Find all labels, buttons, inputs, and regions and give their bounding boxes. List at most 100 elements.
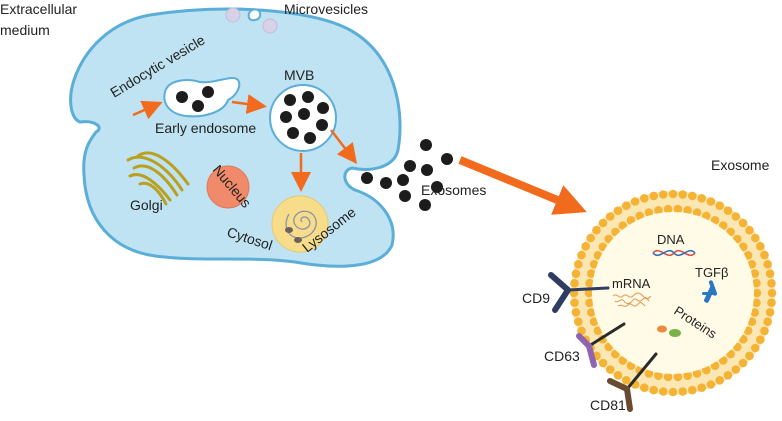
lipid-head bbox=[673, 204, 683, 214]
big-arrow-to-exosome bbox=[458, 156, 587, 215]
lipid-head bbox=[585, 298, 594, 308]
nucleus bbox=[206, 165, 250, 209]
label-extracellular: Extracellular bbox=[0, 1, 77, 17]
lipid-head bbox=[752, 298, 761, 308]
lipid-head bbox=[688, 385, 697, 395]
dna-helix bbox=[652, 249, 696, 257]
lipid-head bbox=[644, 369, 654, 378]
lipid-head bbox=[618, 221, 628, 230]
lipid-head bbox=[710, 216, 720, 225]
arrow-endocytosis bbox=[132, 100, 163, 120]
lipid-head bbox=[688, 191, 697, 201]
lipid-head bbox=[718, 221, 728, 230]
lipid-head bbox=[574, 317, 583, 327]
lipid-head bbox=[767, 288, 777, 298]
exosome-particle bbox=[399, 190, 411, 202]
lipid-head bbox=[663, 204, 673, 214]
lipid-head bbox=[598, 218, 608, 228]
tgfb-icon bbox=[702, 280, 718, 303]
lipid-head bbox=[649, 385, 658, 395]
lipid-head bbox=[683, 206, 692, 215]
membrane-heads bbox=[569, 189, 777, 397]
lipid-head bbox=[598, 358, 608, 368]
lipid-head bbox=[765, 308, 775, 317]
lipid-head bbox=[723, 206, 733, 215]
lysosome-granule bbox=[294, 237, 302, 243]
pathway-arrows bbox=[132, 94, 358, 192]
label-dna: DNA bbox=[657, 232, 685, 247]
lipid-head bbox=[763, 260, 772, 269]
lipid-head bbox=[640, 194, 649, 203]
exosome-lumen bbox=[592, 212, 754, 374]
lipid-head bbox=[747, 317, 757, 327]
lipid-head bbox=[697, 194, 706, 203]
exosome-particle bbox=[441, 153, 453, 165]
budding-vesicle bbox=[247, 8, 262, 22]
lipid-head bbox=[745, 351, 754, 361]
lipid-head bbox=[673, 372, 683, 382]
mvb-particle bbox=[317, 102, 329, 114]
lipid-head bbox=[750, 269, 759, 278]
exosome-particle bbox=[380, 177, 392, 189]
lipid-head bbox=[586, 233, 595, 243]
lipid-head bbox=[678, 190, 687, 199]
endosome-particle bbox=[202, 86, 214, 98]
lipid-head bbox=[692, 208, 702, 217]
arrow-to-mvb bbox=[231, 94, 267, 114]
lipid-head bbox=[626, 361, 636, 371]
lipid-head bbox=[697, 383, 706, 393]
mvb-particle bbox=[302, 91, 314, 103]
lipid-head bbox=[654, 371, 663, 381]
lipid-head bbox=[571, 308, 581, 317]
lipid-head bbox=[760, 326, 769, 336]
label-microvesicles: Microvesicles bbox=[284, 1, 368, 17]
label-exosomes: Exosomes bbox=[421, 182, 486, 198]
lipid-head bbox=[767, 279, 776, 288]
lipid-head bbox=[763, 317, 772, 327]
lipid-head bbox=[613, 371, 623, 380]
lipid-head bbox=[702, 365, 711, 375]
lipid-head bbox=[706, 197, 716, 206]
protein-orange bbox=[657, 325, 667, 333]
lipid-head bbox=[659, 190, 668, 199]
exosome-particle bbox=[431, 181, 443, 193]
lipid-head bbox=[743, 251, 753, 260]
cd9-marker bbox=[548, 272, 610, 313]
label-mrna: mRNA bbox=[612, 276, 651, 291]
exosome-particle bbox=[421, 164, 433, 176]
lipid-head bbox=[618, 356, 628, 365]
cd81-marker bbox=[607, 352, 658, 412]
lipid-head bbox=[589, 317, 599, 327]
lipid-head bbox=[706, 380, 716, 389]
endosome-particle bbox=[192, 100, 204, 112]
label-cd81: CD81 bbox=[590, 397, 626, 413]
arrow-to-membrane bbox=[330, 129, 358, 164]
lipid-head bbox=[668, 387, 678, 397]
golgi-apparatus bbox=[126, 151, 190, 206]
lipid-head bbox=[756, 242, 765, 251]
lipid-head bbox=[751, 233, 760, 243]
protein-green bbox=[669, 329, 681, 337]
released-exosomes bbox=[361, 139, 453, 211]
lipid-head bbox=[622, 201, 631, 210]
label-tgfb: TGFβ bbox=[695, 265, 728, 280]
lysosome-granule bbox=[285, 227, 293, 233]
mvb-particle bbox=[284, 94, 296, 106]
exosome-particle bbox=[419, 199, 431, 211]
lipid-head bbox=[715, 376, 724, 385]
lipid-head bbox=[598, 242, 608, 252]
early-endosome-shape bbox=[163, 77, 241, 118]
mvb-particles bbox=[280, 91, 329, 144]
lipid-head bbox=[622, 376, 631, 385]
lipid-head bbox=[745, 225, 754, 235]
lipid-head bbox=[587, 269, 596, 278]
lipid-head bbox=[702, 211, 711, 221]
lipid-head bbox=[743, 326, 753, 336]
lipid-head bbox=[750, 308, 759, 317]
lipid-head bbox=[747, 260, 757, 269]
lipid-head bbox=[605, 365, 615, 374]
lipid-head bbox=[738, 334, 748, 344]
exosome-particle bbox=[361, 172, 373, 184]
lipid-head bbox=[738, 218, 748, 228]
